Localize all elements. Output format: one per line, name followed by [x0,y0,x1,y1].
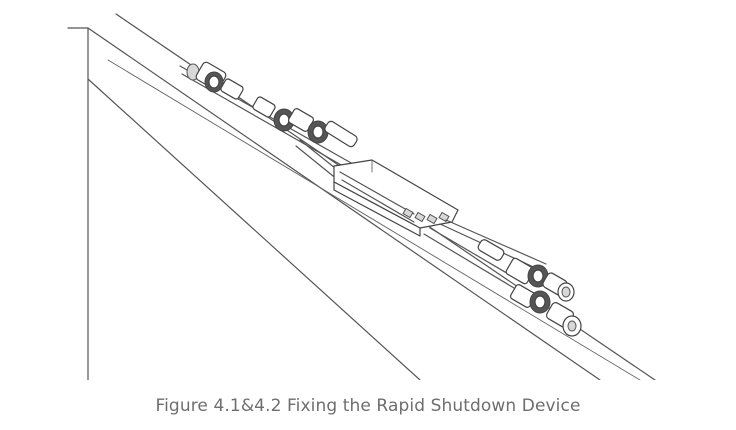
rapid-shutdown-diagram [67,13,656,380]
mc4-connector-lower [505,257,582,337]
rapid-shutdown-device [333,159,459,237]
mc4-connector-middle [252,96,358,148]
mc4-connector-top [186,61,244,100]
figure-caption: Figure 4.1&4.2 Fixing the Rapid Shutdown… [155,396,581,416]
